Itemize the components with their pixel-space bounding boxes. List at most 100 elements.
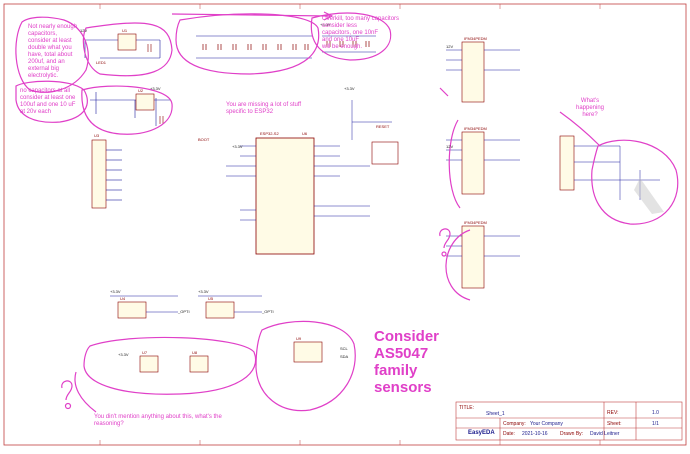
outline-caps-left	[15, 16, 89, 93]
note-didnt-mention: You din't mention anything about this, w…	[94, 414, 222, 427]
label-driver-1: IFM34PEDM	[464, 36, 487, 41]
label-led1: LED1	[96, 60, 107, 65]
label-v12-top: 12V	[80, 28, 88, 33]
note-no-caps: no capacitors at all consider at least o…	[20, 88, 76, 115]
label-sda: SDA	[340, 354, 349, 359]
motor-driver-3	[461, 225, 485, 289]
label-v12-driver: 12V	[446, 144, 454, 149]
label-v33-left: +3.3V	[232, 144, 243, 149]
regulator-u8	[189, 355, 209, 373]
label-esp: ESP32-S2	[260, 131, 279, 136]
note-esp32-missing: You are missing a lot of stuff specific …	[226, 102, 302, 115]
tb-title: Sheet_1	[486, 411, 505, 417]
esp32-pin-wires	[226, 100, 392, 221]
gate-driver	[559, 135, 575, 191]
title-block-frame	[455, 401, 683, 441]
border-ticks	[99, 4, 601, 445]
label-opti-2: _OPTI	[262, 309, 274, 314]
tick-mark-right	[439, 87, 449, 97]
power-section-caps	[147, 44, 164, 124]
label-u2: U2	[138, 88, 144, 93]
label-v33-esp: +3.3V	[344, 86, 355, 91]
label-opti-1: _OPTI	[178, 309, 190, 314]
question-dot-right	[441, 251, 447, 257]
tb-company-label: Company:	[503, 421, 526, 427]
motor-driver-2	[461, 131, 485, 195]
arrow-top-head	[323, 11, 334, 21]
cap-bank-b-caps	[326, 41, 370, 47]
tb-sheet: 1/1	[652, 421, 659, 427]
outline-sensor	[255, 320, 356, 412]
arrow-right-note	[559, 111, 601, 147]
tb-date-label: Date:	[503, 431, 515, 437]
motor-driver-1	[461, 41, 485, 103]
outline-cap-bank-b	[310, 12, 392, 61]
sheet-border	[3, 3, 687, 446]
label-u4: U4	[120, 296, 126, 301]
connector-wires	[106, 149, 122, 201]
label-driver-3: IFM34PEDM	[464, 220, 487, 225]
tb-drawn-label: Drawn By:	[560, 431, 584, 437]
tb-drawn: David Leitner	[590, 431, 620, 437]
label-u5: U5	[208, 296, 214, 301]
outline-no-caps	[15, 80, 88, 123]
opto-wires	[110, 295, 262, 313]
regulator-u2	[135, 93, 155, 111]
question-mark-bottom	[61, 380, 73, 401]
connector-u3	[91, 139, 107, 209]
note-caps-left: Not nearly enough capacitors, consider a…	[28, 24, 78, 79]
label-v33-opto2: +3.3V	[198, 289, 209, 294]
note-as5047: Consider AS5047 family sensors	[374, 328, 440, 396]
sensor-ic	[293, 341, 323, 363]
tb-company: Your Company	[530, 421, 563, 427]
tb-sheet-label: Sheet:	[607, 421, 622, 427]
annotation-outlines	[15, 11, 679, 413]
label-u9: U9	[296, 336, 302, 341]
tb-title-label: TITLE:	[459, 405, 475, 411]
label-boot: BOOT	[198, 137, 210, 142]
note-caps-right: Overkill, too many capacitors consider l…	[322, 16, 400, 50]
bracket-driver-3	[445, 229, 471, 301]
outline-power-top	[82, 22, 173, 77]
label-esp-ref: U6	[302, 131, 308, 136]
arrow-top-line	[171, 13, 331, 17]
power-section-wires	[84, 39, 170, 126]
label-v12-driver1: 12V	[446, 44, 454, 49]
question-mark-right	[439, 228, 451, 249]
tb-brand-logo: EasyEDA	[468, 430, 495, 436]
label-reset: RESET	[376, 124, 390, 129]
tb-rev: 1.0	[652, 410, 659, 416]
outline-cap-bank-a	[175, 13, 320, 75]
outline-bottom-regulators	[83, 336, 257, 395]
label-v33-mid: +3.3V	[150, 86, 161, 91]
question-dot-bottom	[64, 402, 72, 410]
label-u3: U3	[94, 133, 100, 138]
label-scl: SCL	[340, 346, 348, 351]
outline-power-bottom	[81, 85, 173, 135]
outline-right-circuit	[591, 139, 679, 225]
note-whats-happening: What's happening here?	[575, 98, 605, 118]
regulator-u7	[139, 355, 159, 373]
label-driver-2: IFM34PEDM	[464, 126, 487, 131]
label-u1: U1	[122, 28, 128, 33]
optocoupler-1	[117, 301, 147, 319]
motor-driver-wires	[446, 49, 520, 257]
cap-bank-a	[196, 35, 312, 59]
label-v33-top: +3.3V	[320, 22, 331, 27]
cap-bank-a-caps	[202, 44, 309, 50]
optocoupler-2	[205, 301, 235, 319]
tb-date: 2021-10-16	[522, 431, 548, 437]
reset-switch	[371, 141, 399, 165]
cap-bank-b	[322, 35, 376, 53]
bracket-driver-2	[448, 119, 461, 209]
label-v33-reg: +3.3V	[118, 352, 129, 357]
watermark-shape	[634, 178, 664, 214]
esp32-module	[255, 137, 315, 255]
arrow-bottom-curve	[74, 371, 97, 413]
tb-rev-label: REV:	[607, 410, 619, 416]
label-u8: U8	[192, 350, 198, 355]
label-v33-opto1: +3.3V	[110, 289, 121, 294]
label-u7: U7	[142, 350, 148, 355]
